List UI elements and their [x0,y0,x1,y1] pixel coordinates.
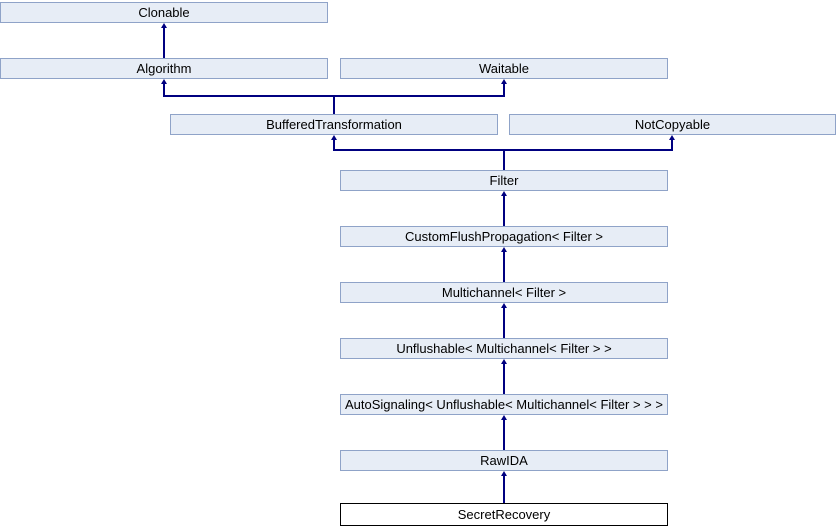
edge-rawida-autosignaling-line [503,419,505,450]
edge-bufferedtransformation-algorithm-line [163,83,165,96]
class-node-multichannel[interactable]: Multichannel< Filter > [340,282,668,303]
edge-autosignaling-unflushable-line [503,363,505,394]
class-node-clonable[interactable]: Clonable [0,2,328,23]
class-node-customflushpropagation[interactable]: CustomFlushPropagation< Filter > [340,226,668,247]
edge-algorithm-clonable-line [163,27,165,58]
edge-bufferedtransformation-riser-line [333,96,335,114]
edge-filter-notcopyable-line [671,139,673,150]
edge-filter-riser-line [503,150,505,170]
edge-unflushable-multichannel-line [503,307,505,338]
class-node-waitable[interactable]: Waitable [340,58,668,79]
edge-customflushpropagation-filter-arrowhead-icon [501,191,507,196]
edge-bufferedtransformation-algorithm-arrowhead-icon [161,79,167,84]
edge-autosignaling-unflushable-arrowhead-icon [501,359,507,364]
edge-algorithm-clonable-arrowhead-icon [161,23,167,28]
edge-secretrecovery-rawida-line [503,475,505,503]
edge-multichannel-customflushpropagation-arrowhead-icon [501,247,507,252]
edge-filter-bufferedtransformation-arrowhead-icon [331,135,337,140]
edge-secretrecovery-rawida-arrowhead-icon [501,471,507,476]
class-node-secretrecovery: SecretRecovery [340,503,668,526]
edge-customflushpropagation-filter-line [503,195,505,226]
edge-bufferedtransformation-waitable-line [503,83,505,96]
class-node-filter[interactable]: Filter [340,170,668,191]
edge-filter-bufferedtransformation-line [333,139,335,150]
class-node-rawida[interactable]: RawIDA [340,450,668,471]
edge-filter-notcopyable-arrowhead-icon [669,135,675,140]
class-node-algorithm[interactable]: Algorithm [0,58,328,79]
edge-bufferedtransformation-waitable-arrowhead-icon [501,79,507,84]
edge-rawida-autosignaling-arrowhead-icon [501,415,507,420]
class-node-unflushable[interactable]: Unflushable< Multichannel< Filter > > [340,338,668,359]
edge-unflushable-multichannel-arrowhead-icon [501,303,507,308]
class-node-bufferedtransformation[interactable]: BufferedTransformation [170,114,498,135]
edge-multichannel-customflushpropagation-line [503,251,505,282]
class-node-autosignaling[interactable]: AutoSignaling< Unflushable< Multichannel… [340,394,668,415]
class-node-notcopyable[interactable]: NotCopyable [509,114,836,135]
